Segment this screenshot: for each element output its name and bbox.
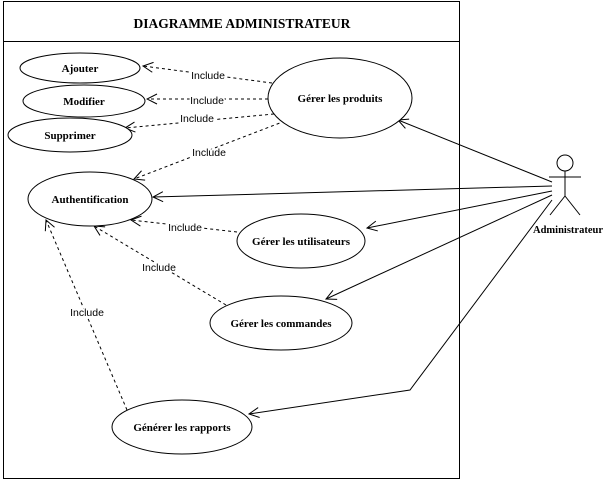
use-case-generer-rapports: Générer les rapports xyxy=(111,399,253,455)
actor-left-leg xyxy=(549,195,566,216)
include-line-commandes-authentification xyxy=(94,226,227,306)
include-line-produits-supprimer xyxy=(125,113,275,128)
use-case-gerer-produits-shape xyxy=(267,57,413,139)
include-label-produits-modifier: Include xyxy=(190,95,224,107)
association-gerer-produits xyxy=(398,120,553,183)
use-case-gerer-utilisateurs-label: Gérer les utilisateurs xyxy=(252,236,351,248)
use-case-supprimer-label: Supprimer xyxy=(44,130,95,142)
association-gerer-commandes xyxy=(326,194,553,299)
use-case-modifier-shape xyxy=(22,84,146,118)
actor-administrateur: Administrateur xyxy=(533,154,603,236)
use-case-authentification-label: Authentification xyxy=(52,194,129,206)
use-case-gerer-commandes-label: Gérer les commandes xyxy=(230,318,332,330)
use-case-supprimer: Supprimer xyxy=(7,117,133,153)
include-line-produits-authentification xyxy=(134,120,286,179)
use-case-authentification-shape xyxy=(27,171,153,227)
use-case-gerer-utilisateurs-shape xyxy=(236,213,366,269)
include-line-produits-ajouter xyxy=(143,66,273,84)
use-case-authentification: Authentification xyxy=(27,171,153,227)
use-case-generer-rapports-label: Générer les rapports xyxy=(133,422,231,434)
diagram-title: DIAGRAMME ADMINISTRATEUR xyxy=(134,16,351,31)
use-case-ajouter-shape xyxy=(19,52,141,84)
system-boundary xyxy=(3,1,460,479)
use-case-gerer-commandes: Gérer les commandes xyxy=(209,295,353,351)
actor-label: Administrateur xyxy=(533,225,603,236)
include-label-produits-ajouter: Include xyxy=(191,70,225,82)
include-label-rapports-authentification: Include xyxy=(70,307,104,319)
use-case-gerer-utilisateurs: Gérer les utilisateurs xyxy=(236,213,366,269)
use-case-modifier-label: Modifier xyxy=(63,96,105,108)
use-case-gerer-produits-label: Gérer les produits xyxy=(298,93,384,105)
use-case-gerer-produits: Gérer les produits xyxy=(267,57,413,139)
use-case-supprimer-shape xyxy=(7,117,133,153)
include-label-commandes-authentification: Include xyxy=(142,262,176,274)
include-line-rapports-authentification xyxy=(46,220,128,411)
include-label-utilisateurs-authentification: Include xyxy=(168,222,202,234)
actor-head xyxy=(556,154,574,172)
use-case-gerer-commandes-shape xyxy=(209,295,353,351)
association-gerer-utilisateurs xyxy=(367,190,553,228)
association-authentification xyxy=(153,185,553,197)
include-label-produits-supprimer: Include xyxy=(180,113,214,125)
include-label-produits-authentification: Include xyxy=(192,147,226,159)
use-case-generer-rapports-shape xyxy=(111,399,253,455)
actor-right-leg xyxy=(564,195,581,216)
use-case-modifier: Modifier xyxy=(22,84,146,118)
association-generer-rapports xyxy=(249,199,553,414)
use-case-ajouter: Ajouter xyxy=(19,52,141,84)
use-case-ajouter-label: Ajouter xyxy=(62,63,99,75)
